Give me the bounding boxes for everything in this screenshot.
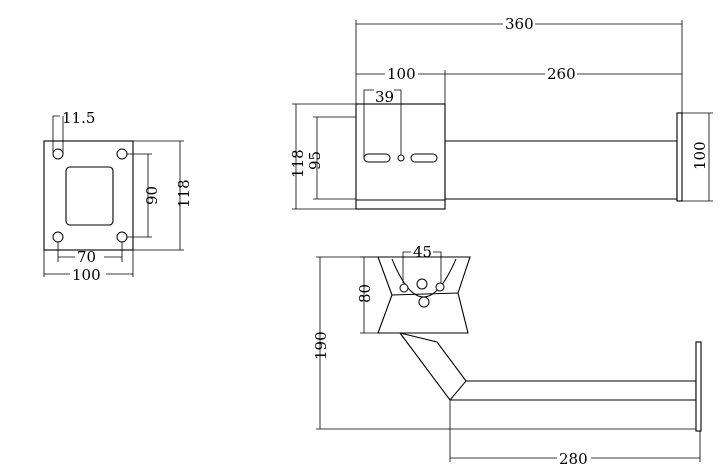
- top-slot-right: [410, 153, 438, 163]
- plate-hole-bottom-right: [116, 231, 128, 243]
- plate-center-cutout: [65, 166, 114, 226]
- side-hole-center: [416, 278, 428, 290]
- dim-arm-length: 260: [547, 65, 576, 83]
- dim-total-length: 360: [505, 15, 534, 33]
- dim-line-inner-height: [313, 116, 356, 200]
- dim-side-bracket-height: 80: [356, 284, 374, 303]
- dim-inner-height: 95: [306, 151, 324, 170]
- side-hole-left: [399, 283, 409, 293]
- plate-hole-top-right: [116, 148, 128, 160]
- dim-side-arm-length: 280: [559, 450, 588, 467]
- top-slot-left: [363, 153, 391, 163]
- plate-hole-bottom-left: [52, 231, 64, 243]
- dim-line-mount-height: [292, 103, 356, 210]
- side-bracket: [377, 256, 471, 334]
- dim-end-plate-height: 100: [691, 141, 709, 170]
- mounting-plate-view: 11.5 90 118 70 100: [43, 109, 193, 284]
- side-arm: [398, 332, 697, 401]
- dim-line-end-plate-height: [682, 112, 713, 202]
- dim-side-hole-spacing: 45: [413, 243, 432, 261]
- dim-plate-height: 118: [175, 179, 193, 208]
- dim-line-side-hole-spacing: [402, 251, 442, 283]
- dim-hole-spacing-horizontal: 70: [77, 248, 96, 266]
- dim-line-hole-diameter: [52, 115, 64, 154]
- plate-hole-top-left: [52, 148, 64, 160]
- dim-line-mount-and-arm: [356, 70, 682, 104]
- top-center-hole: [397, 154, 405, 162]
- dim-line-plate-height: [133, 140, 184, 251]
- dim-side-total-height: 190: [312, 331, 330, 360]
- top-view: 360 100 260 39 118 95 100: [289, 15, 713, 210]
- dim-line-hole-spacing-vertical: [127, 153, 152, 238]
- dim-line-side-arm-length: [449, 400, 701, 462]
- side-view: 45 80 190 280: [312, 243, 702, 467]
- top-arm: [444, 140, 678, 200]
- dim-line-hole-spacing-horizontal: [57, 242, 123, 262]
- dim-hole-spacing-vertical: 90: [143, 186, 161, 205]
- side-hole-bottom: [418, 296, 430, 308]
- dim-line-total-length: [355, 20, 683, 113]
- side-arm-joint: [449, 380, 467, 401]
- dim-mount-width: 100: [387, 65, 416, 83]
- side-bracket-fold: [391, 292, 459, 296]
- dim-slot-spacing: 39: [375, 88, 394, 106]
- side-hole-right: [435, 282, 445, 292]
- dim-mount-height: 118: [289, 149, 307, 178]
- dim-plate-width: 100: [72, 266, 101, 284]
- dim-line-side-total-height: [316, 256, 696, 430]
- dim-hole-diameter: 11.5: [62, 109, 95, 127]
- top-end-plate: [676, 112, 683, 202]
- side-end-plate: [695, 341, 702, 432]
- dim-line-slot-spacing: [363, 89, 402, 158]
- dim-line-plate-width: [43, 250, 134, 277]
